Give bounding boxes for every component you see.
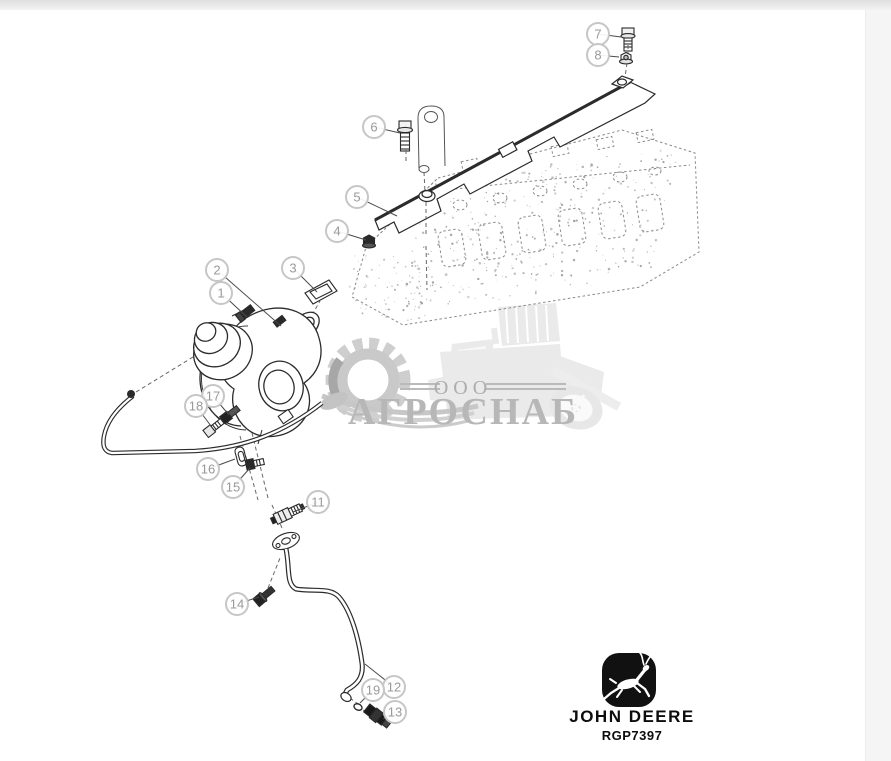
- svg-text:8: 8: [594, 48, 601, 63]
- callout-6: 6: [362, 115, 386, 139]
- swoosh-decoration: [320, 392, 479, 429]
- stud-1: [234, 303, 256, 324]
- callout-16: 16: [196, 457, 220, 481]
- leaping-deer-icon: [602, 652, 653, 701]
- clamp-16: [234, 446, 248, 467]
- turbo-gasket: [304, 279, 338, 305]
- callout-7: 7: [586, 22, 610, 46]
- bolt-7: [620, 27, 636, 52]
- exhaust-ports: [437, 193, 665, 268]
- watermark-prefix-rules: [400, 383, 566, 390]
- callout-17: 17: [201, 384, 225, 408]
- svg-text:18: 18: [189, 399, 203, 414]
- svg-text:7: 7: [594, 27, 601, 42]
- turbocharger: [193, 303, 322, 445]
- bolt-14: [252, 585, 276, 608]
- callout-14: 14: [225, 592, 249, 616]
- nut-8: [618, 51, 634, 65]
- oil-drain-assembly: [252, 503, 392, 729]
- drain-fitting-13: [362, 703, 392, 729]
- john-deere-logo: JOHN DEERE RGP7397: [569, 652, 695, 743]
- shield-bolt-hole: [610, 75, 635, 89]
- callout-18: 18: [184, 394, 208, 418]
- callout-1: 1: [209, 281, 233, 305]
- watermark-prefix: ООО: [434, 377, 492, 399]
- line-union-nut: [277, 408, 294, 425]
- svg-text:19: 19: [366, 683, 380, 698]
- callout-4: 4: [325, 219, 349, 243]
- svg-text:4: 4: [333, 224, 340, 239]
- svg-text:16: 16: [201, 462, 215, 477]
- heat-shield-assembly: [374, 75, 657, 234]
- svg-text:6: 6: [370, 120, 377, 135]
- o-ring-19: [353, 703, 363, 711]
- svg-text:17: 17: [206, 389, 220, 404]
- combine-harvester-icon: [428, 303, 622, 430]
- svg-text:11: 11: [311, 495, 325, 510]
- svg-text:12: 12: [387, 680, 401, 695]
- supply-line-fasteners: [202, 404, 266, 471]
- callout-11: 11: [306, 490, 330, 514]
- right-edge-band: [865, 10, 891, 761]
- callout-15: 15: [221, 475, 245, 499]
- shield-bracket-strap: [417, 105, 446, 173]
- figure-code: RGP7397: [602, 728, 663, 743]
- shield-fasteners: [361, 27, 636, 249]
- svg-text:15: 15: [226, 480, 240, 495]
- callout-13: 13: [383, 700, 407, 724]
- bolt-6: [396, 120, 414, 152]
- bolt-18: [202, 417, 225, 439]
- svg-text:13: 13: [388, 705, 402, 720]
- heat-shield-plate: [374, 81, 657, 234]
- callout-8: 8: [586, 43, 610, 67]
- brand-name: JOHN DEERE: [569, 707, 695, 726]
- shield-clip: [418, 189, 436, 203]
- drain-fitting-11: [269, 503, 306, 526]
- banjo-bolt-17: [218, 404, 241, 425]
- oil-drain-tube: [283, 548, 365, 703]
- callout-2: 2: [205, 258, 229, 282]
- oil-supply-line: [101, 390, 324, 456]
- svg-text:3: 3: [289, 261, 296, 276]
- callout-19: 19: [361, 678, 385, 702]
- callout-5: 5: [345, 185, 369, 209]
- svg-text:5: 5: [353, 190, 360, 205]
- watermark: ООО АГРОСНАБ: [320, 303, 622, 433]
- line-end-fitting: [127, 390, 135, 398]
- svg-text:1: 1: [217, 286, 224, 301]
- callout-3: 3: [281, 256, 305, 280]
- stud-2: [272, 314, 287, 328]
- nut-4: [361, 234, 377, 249]
- svg-text:14: 14: [230, 597, 244, 612]
- top-edge-bar: [0, 0, 891, 10]
- callout-leader-2: [216, 269, 282, 327]
- drain-flange: [272, 531, 300, 551]
- watermark-name: АГРОСНАБ: [348, 391, 578, 433]
- bolt-15: [244, 457, 266, 471]
- svg-text:2: 2: [213, 263, 220, 278]
- callout-12: 12: [382, 675, 406, 699]
- turbo-compressor-inlet: [193, 321, 253, 381]
